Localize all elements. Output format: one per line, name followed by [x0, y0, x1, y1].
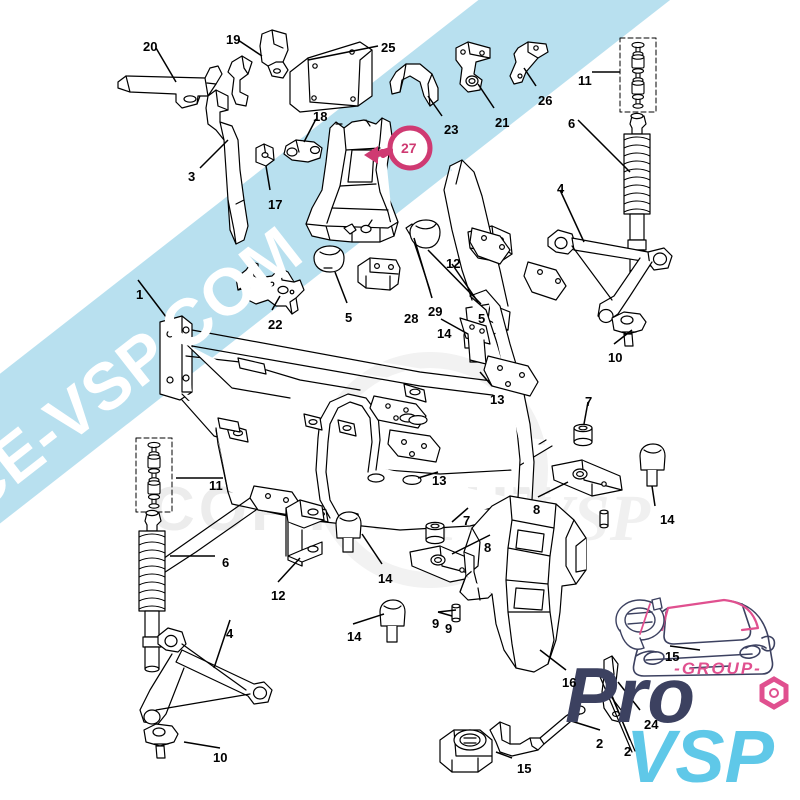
callout-28: 28 [404, 311, 419, 326]
callout-7: 7 [463, 513, 471, 528]
highlight-annotation-27 [364, 125, 433, 171]
part-6-shock-absorber-left [138, 509, 166, 673]
part-9-pin-b [451, 603, 461, 623]
callout-13: 13 [490, 392, 505, 407]
callout-15: 15 [517, 761, 532, 776]
part-13-grommet-b [402, 475, 422, 486]
part-5-bumpstop-b [409, 219, 441, 249]
callout-6: 6 [222, 555, 230, 570]
part-9-pin-a [599, 509, 609, 529]
callout-12: 12 [446, 256, 461, 271]
part-17-nut [255, 143, 275, 167]
callout-20: 20 [143, 39, 158, 54]
parts-artwork [117, 29, 776, 773]
leader-lines [137, 39, 701, 759]
callout-16: 16 [562, 675, 577, 690]
callout-10: 10 [213, 750, 228, 765]
callout-14: 14 [437, 326, 452, 341]
part-11-hardware-kit-left [135, 437, 173, 513]
callout-4: 4 [226, 626, 234, 641]
callout-5: 5 [345, 310, 353, 325]
callout-12: 12 [271, 588, 286, 603]
part-21-bracket [455, 41, 491, 93]
callout-15: 15 [665, 649, 680, 664]
diagonal-watermark [0, 0, 770, 723]
part-2-handle [489, 705, 586, 757]
part-16-cast-bracket [459, 495, 587, 673]
part-8-plate-a [551, 459, 623, 497]
callout-14: 14 [378, 571, 393, 586]
callout-9: 9 [445, 621, 453, 636]
callout-10: 10 [608, 350, 623, 365]
svg-text:Pro: Pro [565, 651, 695, 739]
callout-25: 25 [381, 40, 396, 55]
callout-22: 22 [268, 317, 283, 332]
callout-23: 23 [444, 122, 459, 137]
callout-3: 3 [188, 169, 196, 184]
part-3-hook [227, 55, 253, 107]
part-4-control-arm-top [547, 229, 673, 324]
part-14-mushroom-b [379, 599, 406, 643]
part-7-bush-b [425, 521, 445, 545]
callout-5: 5 [478, 311, 486, 326]
part-13-grommet-a [408, 415, 428, 426]
callout-26: 26 [538, 93, 553, 108]
part-26-strap [509, 41, 549, 85]
car-part-overlay-line [639, 603, 651, 635]
part-10-ball-joint-bottom [143, 723, 179, 759]
callout-1: 1 [136, 287, 144, 302]
part-3-strut [205, 89, 249, 245]
callout-11: 11 [578, 73, 592, 88]
callout-17: 17 [268, 197, 283, 212]
callout-11: 11 [209, 478, 223, 493]
logo-hex-icon [759, 676, 789, 710]
part-14-mount-under [335, 511, 362, 553]
callout-27-highlighted: 27 [401, 140, 417, 156]
callout-24: 24 [644, 717, 659, 732]
part-7-bush-a [573, 423, 593, 447]
part-11-hardware-kit-top [619, 37, 657, 113]
callout-21: 21 [495, 115, 510, 130]
car-illustration [632, 599, 776, 677]
callout-18: 18 [313, 109, 328, 124]
callout-8: 8 [484, 540, 492, 555]
callout-6: 6 [568, 116, 576, 131]
part-28-plate [357, 257, 401, 291]
callout-14: 14 [660, 512, 675, 527]
callout-29: 29 [428, 304, 443, 319]
part-1-subframe [149, 159, 567, 579]
callout-19: 19 [226, 32, 241, 47]
callout-8: 8 [533, 502, 541, 517]
part-18-link [283, 139, 323, 163]
provsp-logo: Pro VSP -GROUP- [565, 651, 789, 798]
part-12-u-bracket-left [285, 499, 325, 567]
part-20-rod-bracket [117, 65, 223, 109]
part-22-bracket [235, 261, 305, 315]
svg-text:-GROUP-: -GROUP- [674, 659, 762, 678]
part-4-control-arm-bottom [139, 627, 273, 725]
part-24-rod-bracket [601, 655, 625, 723]
callout-2: 2 [596, 736, 604, 751]
callout-4: 4 [557, 181, 565, 196]
svg-text:VSP: VSP [626, 715, 775, 798]
callout-9: 9 [432, 616, 440, 631]
callout-2: 2 [624, 744, 632, 759]
part-5-bumpstop-a [313, 245, 345, 273]
callout-7: 7 [585, 394, 593, 409]
part-19-clip [259, 29, 289, 79]
callout-13: 13 [432, 473, 447, 488]
car-part-overlay [615, 597, 665, 650]
callout-14: 14 [347, 629, 362, 644]
part-15-horn [439, 729, 493, 773]
